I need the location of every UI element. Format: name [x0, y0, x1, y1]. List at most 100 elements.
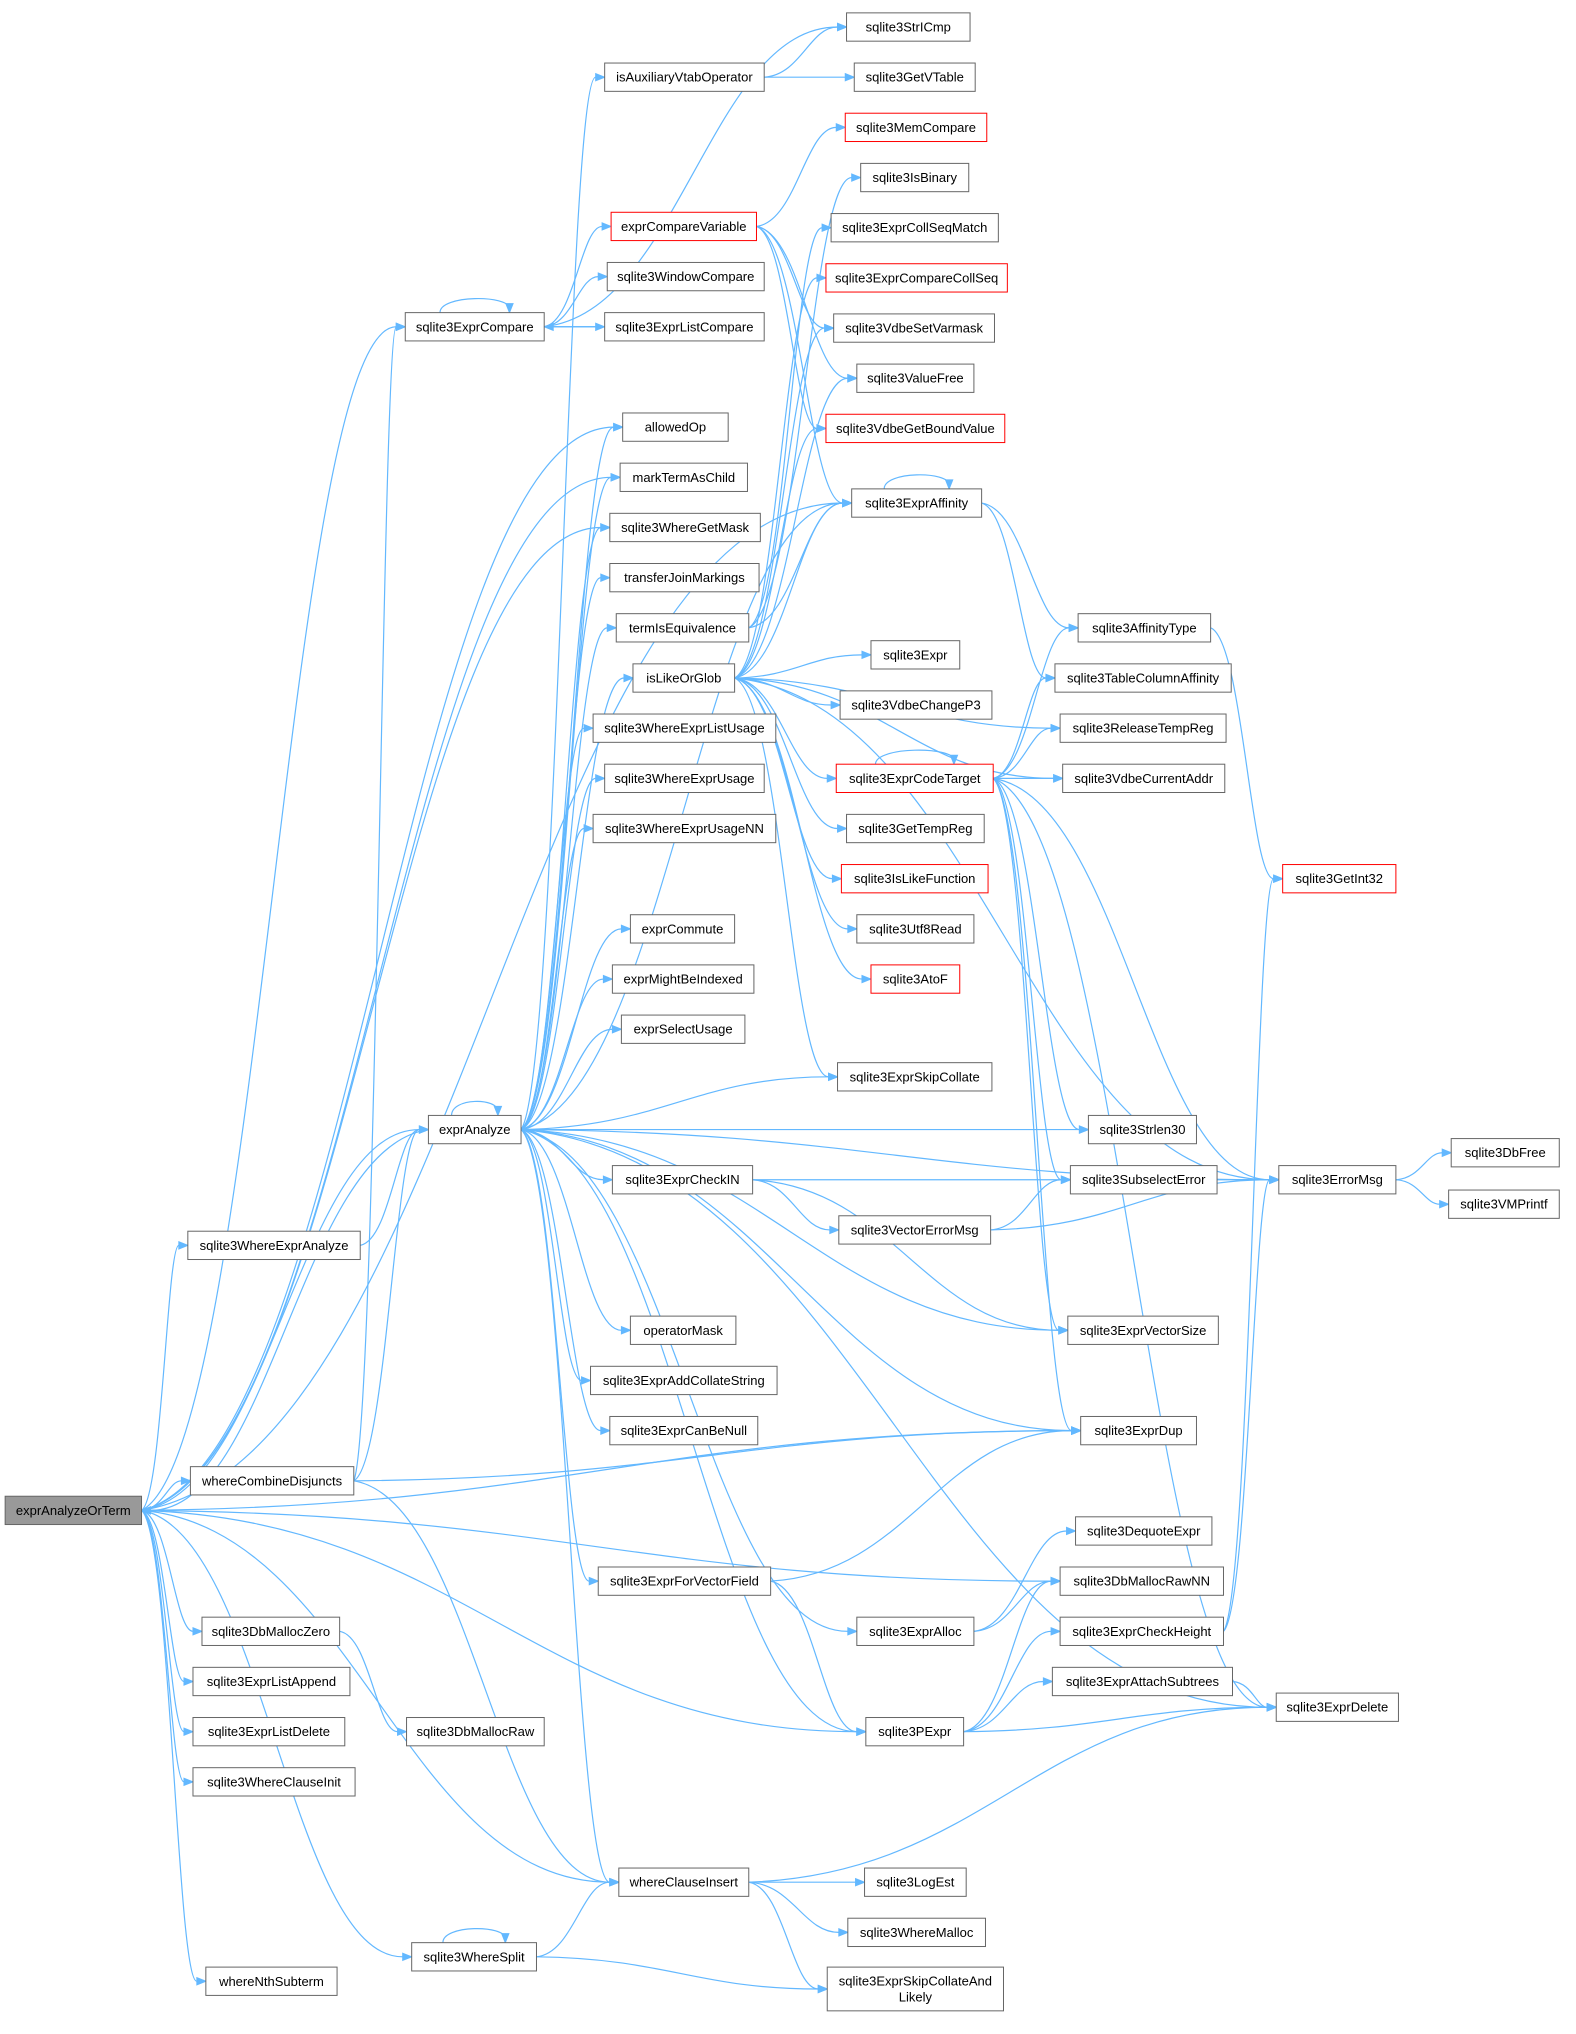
function-node-sqlite3-where-expr-list-usage[interactable]: sqlite3WhereExprListUsage: [592, 713, 777, 743]
function-node-label: exprSelectUsage: [634, 1022, 733, 1037]
function-node-sqlite3-vm-printf[interactable]: sqlite3VMPrintf: [1448, 1189, 1560, 1219]
function-node-sqlite3-expr-code-target[interactable]: sqlite3ExprCodeTarget: [835, 763, 994, 794]
function-node-sqlite3-get-v-table[interactable]: sqlite3GetVTable: [853, 62, 976, 92]
function-node-expr-select-usage[interactable]: exprSelectUsage: [620, 1014, 746, 1044]
function-node-sqlite3-vector-error-msg[interactable]: sqlite3VectorErrorMsg: [838, 1215, 992, 1245]
function-node-sqlite3-expr-vector-size[interactable]: sqlite3ExprVectorSize: [1067, 1315, 1219, 1345]
function-node-label: sqlite3SubselectError: [1082, 1172, 1206, 1187]
function-node-sqlite3-expr-can-be-null[interactable]: sqlite3ExprCanBeNull: [609, 1415, 759, 1446]
function-node-sqlite3-vdbe-get-bound-value[interactable]: sqlite3VdbeGetBoundValue: [825, 413, 1006, 444]
function-node-sqlite3-value-free[interactable]: sqlite3ValueFree: [856, 363, 975, 393]
function-node-sqlite3-expr-list-delete[interactable]: sqlite3ExprListDelete: [192, 1717, 346, 1747]
function-node-is-like-or-glob[interactable]: isLikeOrGlob: [632, 663, 736, 693]
function-node-sqlite3-where-split[interactable]: sqlite3WhereSplit: [411, 1942, 537, 1972]
function-node-sqlite3-is-binary[interactable]: sqlite3IsBinary: [860, 162, 970, 193]
function-node-sqlite3-db-malloc-raw-nn[interactable]: sqlite3DbMallocRawNN: [1059, 1566, 1224, 1596]
call-edge-expr-analyze-to-sqlite3-expr-for-vector-field: [520, 1129, 600, 1586]
function-node-operator-mask[interactable]: operatorMask: [629, 1315, 737, 1345]
call-edge-sqlite3-p-expr-to-sqlite3-expr-attach-subtrees: [963, 1677, 1054, 1733]
function-node-sqlite3-vdbe-current-addr[interactable]: sqlite3VdbeCurrentAddr: [1062, 763, 1226, 794]
function-node-sqlite3-utf8-read[interactable]: sqlite3Utf8Read: [856, 914, 975, 944]
function-node-sqlite3-mem-compare[interactable]: sqlite3MemCompare: [844, 112, 988, 143]
function-node-label: sqlite3VdbeChangeP3: [851, 698, 980, 713]
function-node-sqlite3-subselect-error[interactable]: sqlite3SubselectError: [1069, 1165, 1218, 1195]
function-node-expr-analyze-or-term[interactable]: exprAnalyzeOrTerm: [4, 1495, 143, 1526]
function-node-sqlite3-get-int32[interactable]: sqlite3GetInt32: [1282, 864, 1397, 894]
function-node-sqlite3-db-free[interactable]: sqlite3DbFree: [1450, 1138, 1560, 1168]
call-edge-sqlite3-expr-code-target-to-sqlite3-expr-code-target: [874, 749, 959, 766]
function-node-sqlite3-expr-attach-subtrees[interactable]: sqlite3ExprAttachSubtrees: [1051, 1666, 1233, 1697]
function-node-sqlite3-expr-dup[interactable]: sqlite3ExprDup: [1080, 1415, 1197, 1446]
function-node-sqlite3-affinity-type[interactable]: sqlite3AffinityType: [1077, 613, 1212, 643]
function-node-label: sqlite3VdbeSetVarmask: [845, 321, 983, 336]
function-node-sqlite3-strlen30[interactable]: sqlite3Strlen30: [1087, 1114, 1197, 1145]
function-node-sqlite3-where-expr-usage[interactable]: sqlite3WhereExprUsage: [604, 763, 765, 794]
function-node-sqlite3-dequote-expr[interactable]: sqlite3DequoteExpr: [1075, 1516, 1213, 1546]
function-node-sqlite3-ato-f[interactable]: sqlite3AtoF: [870, 964, 961, 994]
function-node-sqlite3-expr-list-append[interactable]: sqlite3ExprListAppend: [192, 1666, 351, 1697]
function-node-sqlite3-expr-skip-collate[interactable]: sqlite3ExprSkipCollate: [837, 1062, 993, 1092]
call-edge-sqlite3-expr-for-vector-field-to-sqlite3-p-expr: [770, 1580, 868, 1737]
function-node-transfer-join-markings[interactable]: transferJoinMarkings: [609, 563, 760, 593]
function-node-sqlite3-error-msg[interactable]: sqlite3ErrorMsg: [1278, 1165, 1397, 1195]
function-node-sqlite3-expr-coll-seq-match[interactable]: sqlite3ExprCollSeqMatch: [830, 213, 999, 243]
function-node-label: sqlite3Utf8Read: [869, 921, 962, 936]
function-node-where-combine-disjuncts[interactable]: whereCombineDisjuncts: [189, 1466, 355, 1496]
function-node-sqlite3-where-expr-usage-nn[interactable]: sqlite3WhereExprUsageNN: [592, 813, 777, 844]
function-node-sqlite3-expr-list-compare[interactable]: sqlite3ExprListCompare: [604, 312, 765, 342]
function-node-sqlite3-p-expr[interactable]: sqlite3PExpr: [865, 1717, 965, 1747]
function-node-sqlite3-where-clause-init[interactable]: sqlite3WhereClauseInit: [192, 1767, 356, 1797]
function-node-sqlite3-release-temp-reg[interactable]: sqlite3ReleaseTempReg: [1059, 713, 1227, 743]
function-node-sqlite3-window-compare[interactable]: sqlite3WindowCompare: [606, 261, 765, 292]
function-node-term-is-equivalence[interactable]: termIsEquivalence: [615, 613, 750, 643]
call-edge-expr-analyze-to-is-auxiliary-vtab-operator: [520, 72, 607, 1130]
function-node-expr-might-be-indexed[interactable]: exprMightBeIndexed: [611, 964, 755, 994]
function-node-sqlite3-expr-delete[interactable]: sqlite3ExprDelete: [1275, 1692, 1399, 1722]
function-node-sqlite3-where-get-mask[interactable]: sqlite3WhereGetMask: [609, 512, 761, 543]
function-node-where-clause-insert[interactable]: whereClauseInsert: [618, 1867, 750, 1897]
function-node-sqlite3-is-like-function[interactable]: sqlite3IsLikeFunction: [840, 864, 989, 894]
function-node-is-auxiliary-vtab-operator[interactable]: isAuxiliaryVtabOperator: [604, 62, 765, 92]
function-node-sqlite3-expr-alloc[interactable]: sqlite3ExprAlloc: [856, 1616, 975, 1646]
function-node-sqlite3-vdbe-set-varmask[interactable]: sqlite3VdbeSetVarmask: [833, 313, 995, 343]
call-edge-expr-analyze-to-sqlite3-where-expr-list-usage: [520, 723, 595, 1131]
function-node-sqlite3-where-expr-analyze[interactable]: sqlite3WhereExprAnalyze: [187, 1230, 361, 1261]
function-node-sqlite3-db-malloc-zero[interactable]: sqlite3DbMallocZero: [201, 1616, 341, 1646]
call-edge-sqlite3-db-malloc-zero-to-sqlite3-db-malloc-raw: [339, 1630, 408, 1737]
call-edge-sqlite3-expr-check-height-to-sqlite3-error-msg: [1223, 1175, 1281, 1632]
function-node-label: whereClauseInsert: [629, 1875, 739, 1890]
function-node-sqlite3-expr-compare[interactable]: sqlite3ExprCompare: [404, 312, 545, 342]
function-node-sqlite3-expr-add-collate-string[interactable]: sqlite3ExprAddCollateString: [590, 1365, 778, 1396]
function-node-expr-commute[interactable]: exprCommute: [629, 914, 736, 944]
function-node-sqlite3-vdbe-change-p3[interactable]: sqlite3VdbeChangeP3: [839, 690, 993, 720]
function-node-sqlite3-db-malloc-raw[interactable]: sqlite3DbMallocRaw: [406, 1717, 545, 1747]
function-node-label: sqlite3ExprAffinity: [865, 496, 969, 511]
function-node-sqlite3-expr-check-in[interactable]: sqlite3ExprCheckIN: [611, 1165, 754, 1195]
call-edge-sqlite3-expr-compare-to-sqlite3-window-compare: [544, 272, 609, 328]
function-node-where-nth-subterm[interactable]: whereNthSubterm: [205, 1966, 338, 1996]
function-node-sqlite3-expr-check-height[interactable]: sqlite3ExprCheckHeight: [1059, 1616, 1224, 1646]
function-node-label: sqlite3DequoteExpr: [1087, 1523, 1201, 1538]
function-node-expr-analyze[interactable]: exprAnalyze: [427, 1114, 522, 1145]
function-node-sqlite3-where-malloc[interactable]: sqlite3WhereMalloc: [847, 1917, 986, 1948]
function-node-label: sqlite3ExprDelete: [1286, 1700, 1388, 1715]
function-node-sqlite3-log-est[interactable]: sqlite3LogEst: [864, 1867, 967, 1897]
call-edge-where-combine-disjuncts-to-expr-analyze: [353, 1125, 430, 1482]
call-edge-is-like-or-glob-to-sqlite3-error-msg: [734, 677, 1281, 1185]
function-node-label: sqlite3ExprForVectorField: [610, 1574, 759, 1589]
function-node-expr-compare-variable[interactable]: exprCompareVariable: [610, 211, 757, 242]
function-node-sqlite3-expr[interactable]: sqlite3Expr: [870, 640, 961, 670]
function-node-mark-term-as-child[interactable]: markTermAsChild: [619, 462, 748, 492]
call-edge-sqlite3-where-split-to-where-clause-insert: [536, 1877, 621, 1958]
function-node-sqlite3-get-temp-reg[interactable]: sqlite3GetTempReg: [846, 813, 985, 844]
call-edge-expr-analyze-or-term-to-sqlite3-expr-list-delete: [141, 1509, 195, 1737]
function-node-sqlite3-expr-compare-coll-seq[interactable]: sqlite3ExprCompareCollSeq: [825, 263, 1008, 293]
function-node-allowed-op[interactable]: allowedOp: [622, 412, 729, 442]
function-node-sqlite3-table-column-affinity[interactable]: sqlite3TableColumnAffinity: [1054, 663, 1232, 693]
call-edge-sqlite3-expr-code-target-to-sqlite3-release-temp-reg: [993, 723, 1062, 779]
function-node-sqlite3-expr-affinity[interactable]: sqlite3ExprAffinity: [851, 488, 983, 518]
function-node-sqlite3-str-i-cmp[interactable]: sqlite3StrICmp: [846, 12, 971, 42]
function-node-sqlite3-expr-for-vector-field[interactable]: sqlite3ExprForVectorField: [597, 1566, 772, 1596]
